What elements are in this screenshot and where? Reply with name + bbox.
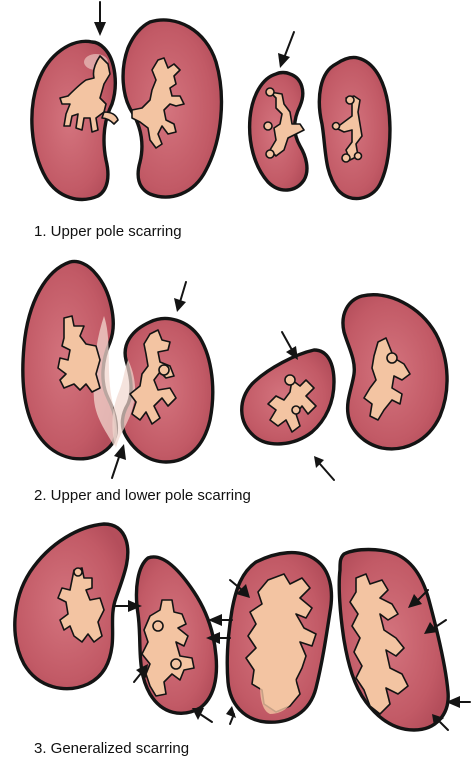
scar-arrow <box>208 614 233 626</box>
scar-arrow <box>133 664 148 683</box>
scar-arrow <box>192 708 213 723</box>
kidney <box>134 555 219 715</box>
kidney <box>317 55 392 201</box>
panel-generalized-scarring <box>13 522 471 732</box>
scar-arrow <box>206 632 231 644</box>
kidney <box>30 39 119 202</box>
scar-arrow <box>424 619 447 634</box>
kidney <box>13 522 130 691</box>
kidney <box>121 18 224 199</box>
scar-arrow <box>446 696 471 708</box>
scar-arrow <box>432 714 449 731</box>
scar-arrow <box>408 589 429 608</box>
kidney <box>112 316 215 464</box>
scar-arrow <box>174 281 187 312</box>
kidney <box>341 293 449 451</box>
scar-arrow <box>278 31 295 68</box>
scar-arrow <box>229 579 250 598</box>
scar-arrow <box>314 456 335 481</box>
panel-upper-lower-pole-scarring <box>21 259 449 481</box>
scar-arrow <box>226 706 236 725</box>
kidney <box>247 70 309 192</box>
panel-upper-pole-scarring <box>30 1 392 202</box>
kidney <box>337 547 450 732</box>
scar-arrow <box>111 444 126 479</box>
kidney <box>21 259 119 461</box>
caption-upper-lower-pole-scarring: 2. Upper and lower pole scarring <box>34 487 251 504</box>
scar-arrow <box>113 600 142 612</box>
scar-arrow <box>281 331 298 360</box>
scar-arrow <box>94 1 106 36</box>
kidney <box>225 550 334 724</box>
caption-generalized-scarring: 3. Generalized scarring <box>34 740 190 757</box>
caption-upper-pole-scarring: 1. Upper pole scarring <box>34 223 182 240</box>
kidney <box>240 348 336 446</box>
